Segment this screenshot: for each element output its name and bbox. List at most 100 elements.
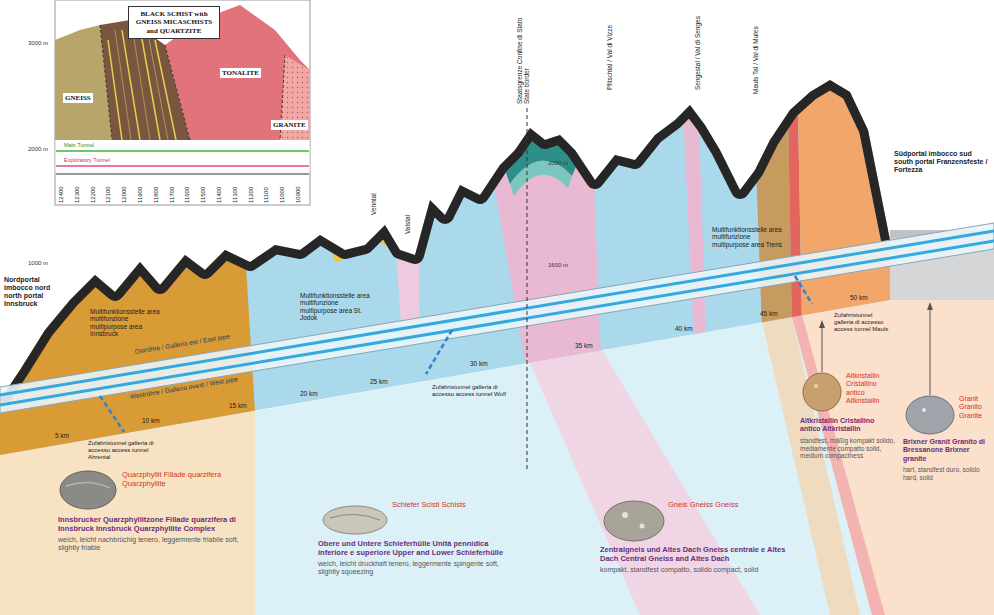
rock-sample (906, 396, 954, 434)
inset-stripe (132, 26, 150, 140)
rock-panel: Quarzphyllit Fillade quarzifera Quarzphy… (58, 470, 248, 553)
rock-texture (814, 384, 818, 388)
chainage-number: 11100 (263, 177, 270, 203)
gneiss-sliver (392, 190, 420, 340)
rock-unit-name: Obere und Untere Schieferhülle Unità pen… (318, 539, 518, 557)
inset-main-tunnel (56, 150, 309, 152)
elevation-label: 2000 m (28, 146, 48, 153)
west-tube (0, 241, 994, 405)
rock-panel: Schiefer Scisti SchistsObere und Untere … (318, 500, 518, 577)
chainage-number: 11600 (184, 177, 191, 203)
inset-tunnel-strip (56, 140, 310, 172)
rock-unit-name: Zentralgneis und Altes Dach Gneiss centr… (600, 545, 795, 563)
tunnel-label: Exploratory Tunnel (64, 157, 110, 163)
access-tunnel-label: Zufahrtstunnel galleria di accesso acces… (432, 384, 512, 398)
elevation-label: 3000 m (28, 40, 48, 47)
chainage-number: 11800 (153, 177, 160, 203)
chainage-number: 11900 (137, 177, 144, 203)
valley-label: Pfitschtal / Val di Vizze (606, 4, 613, 90)
inset-fault (100, 25, 112, 140)
arrow-head (927, 302, 933, 310)
inset-section (55, 0, 310, 205)
access-tunnel-line (100, 396, 124, 432)
rock-panel: Granit Granito GraniteBrixner Granit Gra… (903, 395, 991, 482)
rock-name: Altkristallin Cristallino antico Altkris… (846, 372, 895, 414)
chainage-number: 11000 (279, 177, 286, 203)
distance-label: 35 km (575, 342, 593, 349)
state-border-line (527, 108, 528, 470)
portal-label: Nordportal imbocco nord north portal Inn… (4, 276, 60, 308)
leader-line (930, 308, 931, 395)
inset-frame (55, 0, 310, 205)
rock-label: GNEISS (63, 93, 93, 103)
rock-sample (60, 471, 116, 509)
rock-name: Granit Granito Granite (959, 395, 991, 435)
rock-texture (622, 512, 628, 518)
chainage-number: 11400 (216, 177, 223, 203)
distance-label: 5 km (55, 432, 69, 439)
distance-label: 40 km (675, 325, 693, 332)
access-tunnel-label: Zufahrtstunnel galleria di accesso acces… (88, 440, 168, 461)
portal-label: Südportal imbocco sud south portal Franz… (894, 150, 992, 174)
access-tunnels (100, 276, 812, 432)
chainage-number: 12100 (105, 177, 112, 203)
gneiss-ground (530, 350, 760, 615)
legend-title: BLACK SCHIST with GNEISS MICASCHISTS and… (133, 10, 215, 35)
inset-stripe (122, 30, 140, 140)
rock-panel: Gneis Gneiss GneissZentralgneis und Alte… (600, 500, 795, 574)
distance-label: 15 km (229, 402, 247, 409)
rock-texture (330, 514, 380, 520)
inset-micaschist-stripes (115, 26, 168, 140)
rock-name: Gneis Gneiss Gneiss (668, 500, 795, 542)
chainage-number: 12200 (90, 177, 97, 203)
rock-description: standfest, mäßig kompakt solido, mediame… (800, 437, 895, 460)
rock-unit-name: Altkristallin Cristallino antico Altkris… (800, 417, 895, 434)
tunnel-band (0, 223, 994, 413)
rock-unit-name: Brixner Granit Granito di Bressanone Bri… (903, 438, 991, 463)
chainage-number: 12000 (121, 177, 128, 203)
distance-label: 45 km (760, 310, 778, 317)
gneiss-body (478, 90, 602, 380)
chainage-number: 11700 (169, 177, 176, 203)
access-tunnel-label: Zufahrtstunnel galleria di accesso acces… (834, 312, 892, 333)
rock-texture (640, 524, 645, 529)
inset-faults (100, 25, 285, 140)
distance-label: 30 km (470, 360, 488, 367)
chainage-number: 10900 (295, 177, 302, 203)
inset-axis (56, 174, 309, 175)
chainage-number: 11200 (248, 177, 255, 203)
elevation-label: 2000 m (548, 160, 568, 167)
chainage-number: 12300 (74, 177, 81, 203)
rock-panel: Altkristallin Cristallino antico Altkris… (800, 372, 895, 460)
valley-label: Venntal (370, 160, 377, 215)
legend-box: BLACK SCHIST with GNEISS MICASCHISTS and… (128, 6, 220, 39)
chainage-number: 11300 (232, 177, 239, 203)
inset-fault (165, 45, 190, 140)
rock-sample (323, 506, 387, 534)
tunnel-label: Main Tunnel (64, 142, 94, 148)
rock-texture (66, 482, 110, 488)
border-label: Staatsgrenze Confine di Stato State bord… (516, 4, 531, 104)
rock-sample (803, 373, 841, 411)
distance-label: 10 km (142, 417, 160, 424)
multipurpose-label: Multifunktionsstelle area multifunzione … (90, 308, 162, 338)
distance-label: 25 km (370, 378, 388, 385)
rock-description: kompakt, standfest compatto, solido comp… (600, 566, 795, 574)
tunnel-tubes (0, 223, 994, 413)
inset-stripe (115, 30, 131, 140)
chainage-number: 12400 (58, 177, 65, 203)
rock-name: Schiefer Scisti Schists (392, 500, 518, 536)
inset-stripe (148, 34, 168, 140)
leader-line (822, 326, 823, 372)
rock-texture (922, 408, 926, 412)
elevation-label: 1000 m (28, 260, 48, 267)
rock-sample (604, 501, 664, 541)
distance-label: 20 km (300, 390, 318, 397)
rock-label: TONALITE (220, 68, 261, 78)
rock-description: weich, leicht nachbrüchig tenero, legger… (58, 536, 248, 553)
rock-label: GRANITE (271, 120, 308, 130)
valley-label: Sengestal / Val di Senges (694, 4, 701, 90)
inset-exploratory-tunnel (56, 165, 309, 167)
dome-layer (510, 161, 572, 196)
